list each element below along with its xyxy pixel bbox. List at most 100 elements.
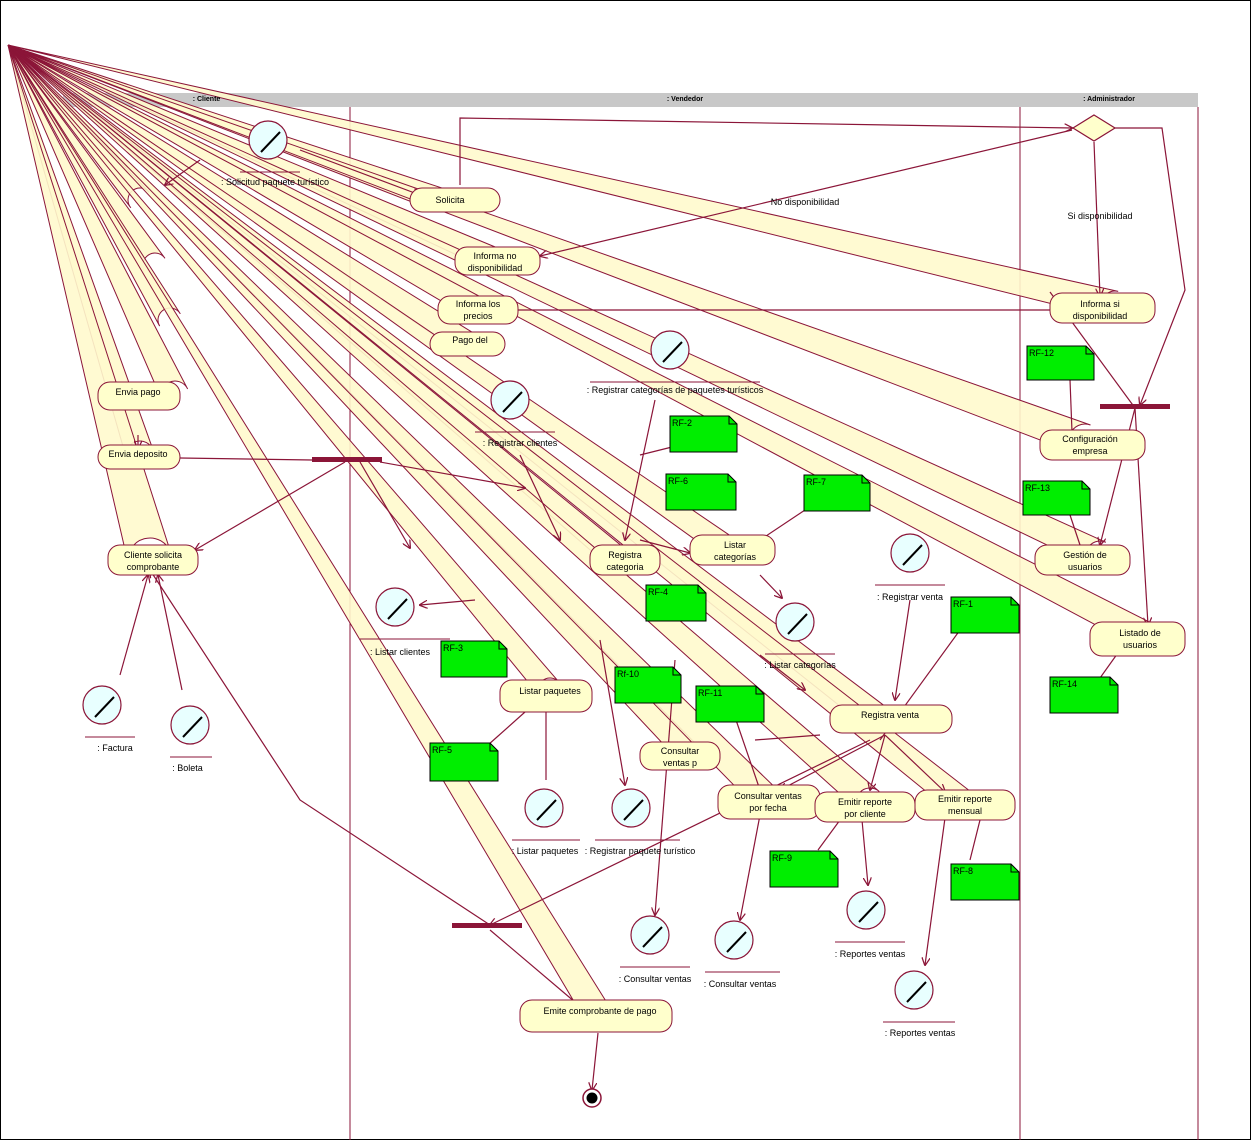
note-link-rf5	[487, 711, 526, 746]
swimlane-cliente-label: : Cliente	[192, 96, 221, 103]
object-reportes-ventas-2-icon	[883, 970, 955, 1023]
note-link-rf13	[1069, 514, 1081, 546]
activity-emitir-reporte-cliente: Emitir reporte por cliente	[837, 797, 892, 819]
object-consultar-ventas-1-label: : Consultar ventas	[618, 974, 692, 984]
transition-to-final	[592, 1032, 599, 1090]
flow-reportes-2	[925, 817, 946, 965]
transition-to-emitir-mensual	[884, 734, 945, 792]
note-rf6: RF-6	[668, 476, 688, 486]
note-box-rf4	[645, 584, 707, 622]
guard-no-disponibilidad: No disponibilidad	[770, 197, 840, 207]
flow-to-listar-clientes	[420, 599, 476, 605]
final-node	[582, 1088, 602, 1108]
transition-decision-to-fork	[1115, 127, 1186, 405]
note-rf9: RF-9	[772, 853, 792, 863]
flow-registrar-clientes	[519, 454, 560, 540]
note-link-rf7	[759, 509, 806, 541]
note-fold-rf2	[728, 416, 737, 425]
note-rf8: RF-8	[953, 866, 973, 876]
note-rf1: RF-1	[953, 599, 973, 609]
flow-venta-join	[754, 734, 821, 741]
flow-factura	[119, 575, 148, 676]
activity-box-emite-comprobante	[519, 999, 673, 1033]
note-rf13: RF-13	[1025, 483, 1051, 493]
activity-pago-del: Pago del	[452, 335, 488, 345]
note-box-rf6	[665, 473, 737, 511]
note-rf11: RF-11	[698, 688, 723, 698]
activity-registra-categoria: Registra categoria	[606, 550, 644, 572]
transition-to-decision	[459, 117, 1072, 185]
activity-informa-si: Informa si disponibilidad	[1072, 299, 1128, 321]
note-box-rf5	[429, 742, 499, 782]
activity-emite-comprobante: Emite comprobante de pago	[543, 1006, 657, 1016]
flow-registra-to-venta	[759, 654, 805, 690]
note-box-rf12	[1026, 345, 1095, 381]
activity-listado-usuarios: Listado de usuarios	[1119, 628, 1161, 650]
activity-box-configuracion	[1039, 429, 1146, 461]
transition-to-join	[490, 739, 871, 925]
activity-box-registra-categoria	[589, 544, 661, 576]
flow-solicitud-cliente	[165, 159, 201, 185]
fork-bar-1	[312, 457, 382, 462]
object-reportes-ventas-1-label: : Reportes ventas	[834, 949, 906, 959]
object-registrar-venta-icon	[875, 533, 945, 586]
transition-fork-to-registra	[379, 461, 525, 488]
guard-si-disponibilidad: Si disponibilidad	[1067, 211, 1133, 221]
activity-box-pago-del	[429, 331, 506, 357]
activity-box-informa-si	[1049, 292, 1156, 324]
activity-box-informa-no	[454, 246, 541, 276]
note-rf2: RF-2	[672, 418, 692, 428]
decision-diamond	[1071, 114, 1117, 142]
activity-listar-categorias: Listar categorías	[713, 540, 757, 562]
object-reportes-ventas-1-icon	[835, 890, 905, 943]
note-rf7: RF-7	[806, 477, 826, 487]
object-listar-categorias-label: : Listar categorías	[764, 660, 836, 670]
note-box-rf1	[950, 596, 1020, 634]
note-rf12: RF-12	[1029, 348, 1055, 358]
note-box-rf2	[669, 415, 738, 453]
swimlane-vendedor-label: : Vendedor	[666, 96, 704, 103]
note-fold-rf5	[489, 743, 498, 752]
flow-listar-categorias	[759, 574, 782, 598]
note-rf3: RF-3	[443, 643, 463, 653]
activity-consultar-ventas-p: Consultar ventas p	[660, 746, 700, 768]
activity-box-cliente-solicita	[107, 544, 199, 576]
note-fold-rf14	[1109, 677, 1118, 686]
transition-comprobante-to-join	[150, 570, 491, 926]
flow-to-listar-categorias	[639, 539, 690, 553]
transitions	[119, 117, 1186, 1090]
activity-gestion-usuarios: Gestión de usuarios	[1063, 550, 1107, 572]
activity-box-registra-venta	[829, 704, 953, 734]
flow-consultar-ventas-2	[740, 814, 761, 920]
object-solicitud-label: : Solicitud paquete turístico	[220, 177, 330, 187]
object-registrar-categorias-icon	[590, 330, 760, 383]
object-consultar-ventas-2-label: : Consultar ventas	[703, 979, 777, 989]
activity-box-envia-pago	[97, 381, 181, 411]
flow-registrar-paquete	[599, 639, 625, 785]
activity-box-listado	[1089, 621, 1186, 657]
object-registrar-clientes-label: : Registrar clientes	[482, 438, 558, 448]
note-fold-rf9	[829, 851, 838, 860]
object-shapes	[82, 120, 955, 1023]
object-registrar-categorias-label: : Registrar categorías de paquetes turís…	[586, 385, 764, 395]
object-boleta-label: : Boleta	[172, 763, 203, 773]
note-link-rf9	[817, 819, 841, 851]
object-consultar-ventas-1-icon	[620, 915, 690, 968]
object-listar-clientes-icon	[360, 587, 450, 640]
transition-join-to-emite	[489, 929, 582, 1008]
object-solicitud-icon	[240, 120, 300, 173]
fork-bar-2	[1100, 404, 1170, 409]
activity-envia-deposito: Envia deposito	[108, 449, 168, 459]
activity-consultar-ventas-fecha: Consultar ventas por fecha	[734, 791, 802, 813]
object-reportes-ventas-2-label: : Reportes ventas	[884, 1028, 956, 1038]
note-fold-rf13	[1081, 481, 1090, 490]
note-fold-rf3	[498, 641, 507, 650]
transition-fork-to-gestion	[1100, 407, 1136, 545]
note-link-rf11	[735, 719, 761, 791]
activity-box-listar-paquetes	[499, 679, 593, 713]
join-bar	[452, 923, 522, 928]
activity-cliente-solicita-comprobante: Cliente solicita comprobante	[123, 550, 183, 572]
object-listar-categorias-icon	[765, 602, 835, 655]
